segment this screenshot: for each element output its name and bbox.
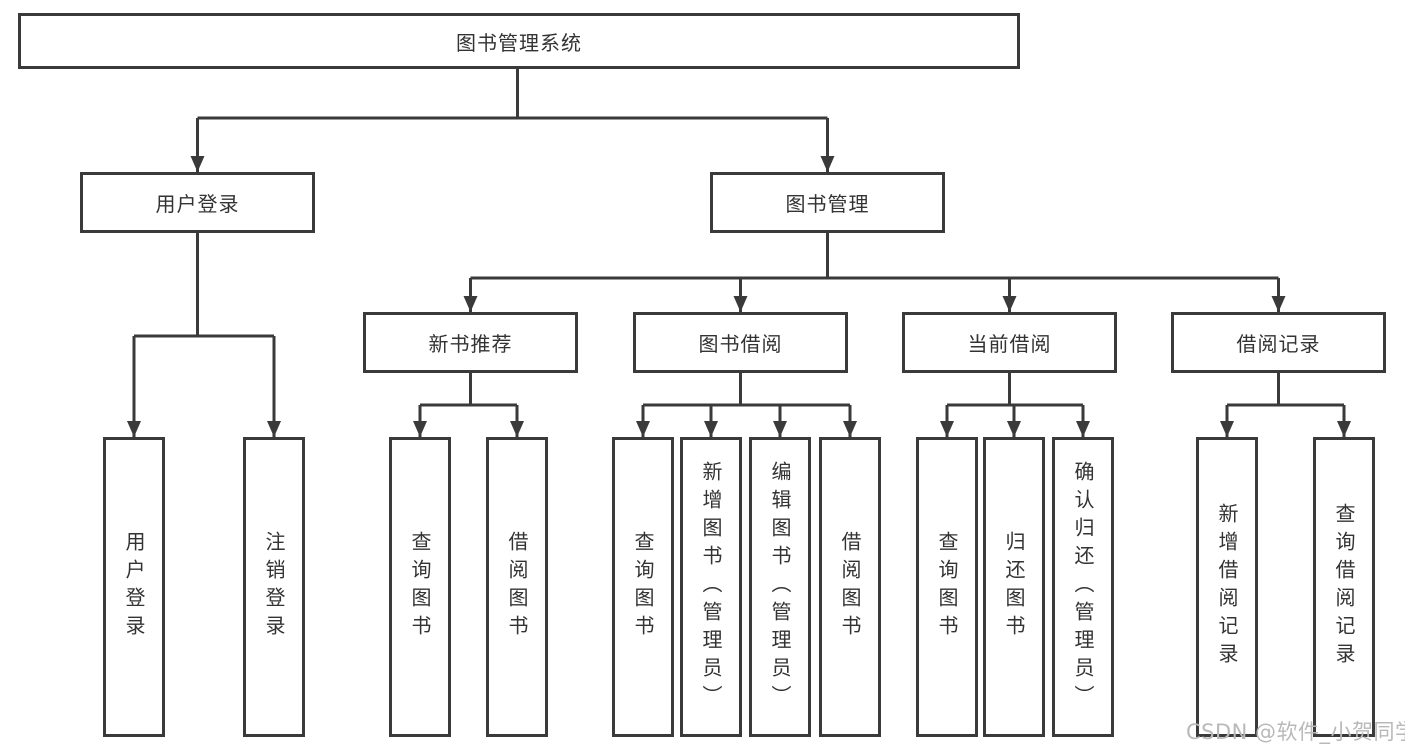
leaf-query-borrow-record: 查询借阅记录: [1313, 437, 1375, 737]
leaf-label: 归还图书: [1002, 531, 1026, 643]
node-current-borrowing: 当前借阅: [902, 312, 1117, 373]
leaf-label: 新增图书（管理员）: [699, 461, 723, 713]
leaf-label: 查询借阅记录: [1332, 503, 1356, 671]
leaf-borrow-books-borrowing: 借阅图书: [819, 437, 881, 737]
leaf-label: 查询图书: [631, 531, 655, 643]
node-new-book-recommendation: 新书推荐: [363, 312, 578, 373]
node-label: 图书管理: [785, 192, 870, 216]
leaf-label: 查询图书: [935, 531, 959, 643]
watermark: CSDN @软件_小贺同学: [1186, 720, 1405, 744]
node-label: 图书管理系统: [456, 30, 582, 55]
node-user-login: 用户登录: [80, 172, 315, 233]
node-label: 用户登录: [155, 192, 240, 216]
node-library-management-system: 图书管理系统: [18, 13, 1020, 69]
node-label: 新书推荐: [428, 332, 513, 356]
node-book-management: 图书管理: [710, 172, 945, 233]
leaf-edit-books-admin: 编辑图书（管理员）: [749, 437, 811, 737]
leaf-label: 查询图书: [408, 531, 432, 643]
leaf-label: 借阅图书: [505, 531, 529, 643]
leaf-add-books-admin: 新增图书（管理员）: [680, 437, 742, 737]
leaf-label: 确认归还（管理员）: [1071, 461, 1095, 713]
leaf-query-books-recommend: 查询图书: [389, 437, 451, 737]
leaf-logout: 注销登录: [243, 437, 305, 737]
leaf-add-borrow-record: 新增借阅记录: [1196, 437, 1258, 737]
node-borrowing-records: 借阅记录: [1171, 312, 1386, 373]
leaf-label: 注销登录: [262, 531, 286, 643]
leaf-label: 新增借阅记录: [1215, 503, 1239, 671]
node-label: 图书借阅: [698, 332, 783, 356]
leaf-return-books: 归还图书: [983, 437, 1045, 737]
node-book-borrowing: 图书借阅: [633, 312, 848, 373]
leaf-query-books-current: 查询图书: [916, 437, 978, 737]
node-label: 借阅记录: [1236, 332, 1321, 356]
leaf-confirm-return-admin: 确认归还（管理员）: [1052, 437, 1114, 737]
leaf-label: 用户登录: [122, 531, 146, 643]
leaf-label: 编辑图书（管理员）: [768, 461, 792, 713]
node-label: 当前借阅: [967, 332, 1052, 356]
leaf-label: 借阅图书: [838, 531, 862, 643]
leaf-query-books-borrowing: 查询图书: [612, 437, 674, 737]
leaf-borrow-books-recommend: 借阅图书: [486, 437, 548, 737]
leaf-user-login: 用户登录: [103, 437, 165, 737]
